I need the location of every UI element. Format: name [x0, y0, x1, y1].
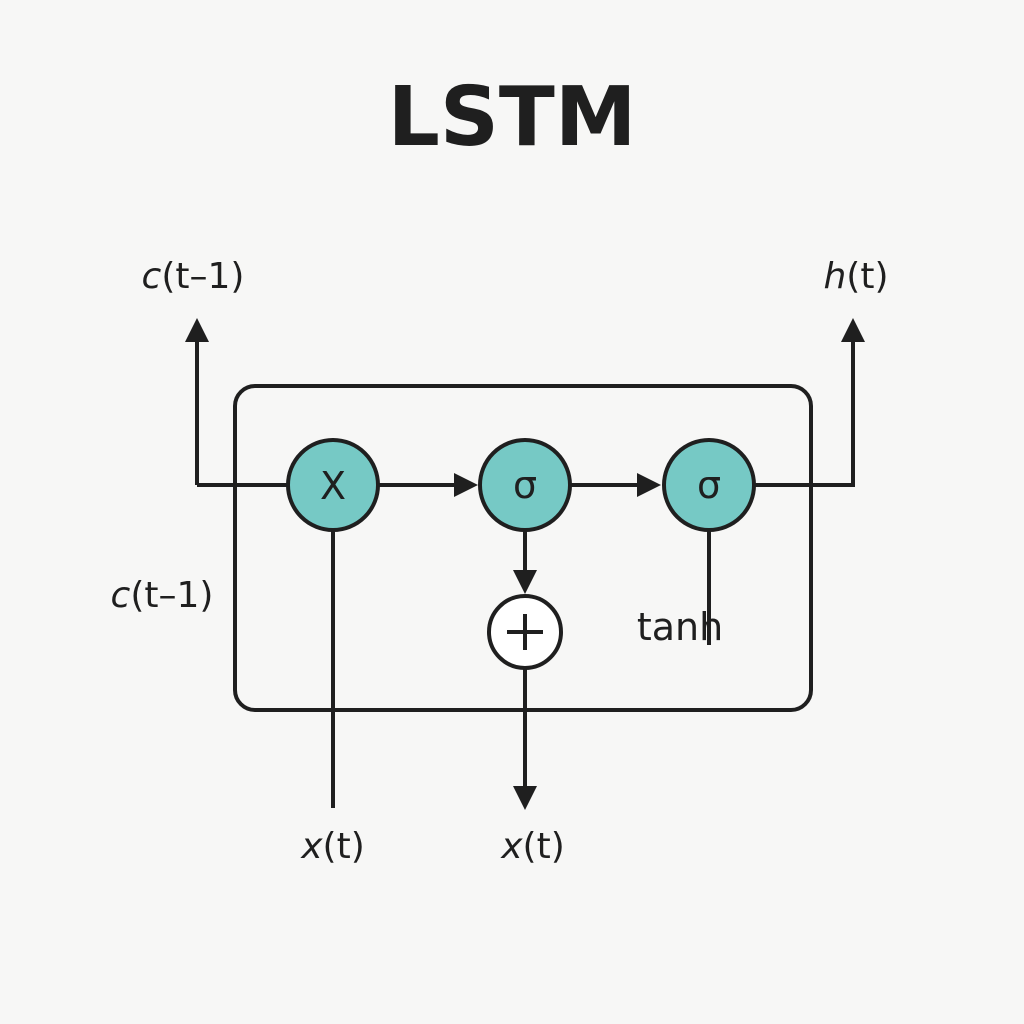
node-add: [487, 594, 563, 670]
node-sigma-1: σ: [478, 438, 572, 532]
label-cell-state-top: c(t–1): [142, 256, 245, 297]
label-output-x: x(t): [500, 826, 565, 867]
hidden-out-arrow: [841, 318, 865, 342]
edge-multiply-sigma1-arrow: [454, 473, 478, 497]
edge-sigma1-add-arrow: [513, 570, 537, 594]
edge-add-out-arrow: [513, 786, 537, 810]
edge-sigma1-sigma2-arrow: [637, 473, 661, 497]
diagram-title: LSTM: [388, 70, 637, 165]
label-hidden-state: h(t): [823, 256, 888, 297]
node-sigma-1-label: σ: [513, 463, 537, 507]
cell-state-out-arrow: [185, 318, 209, 342]
node-sigma-2: σ: [662, 438, 756, 532]
node-sigma-2-label: σ: [697, 463, 721, 507]
hidden-out-line: [752, 340, 855, 487]
node-multiply-label: X: [320, 464, 346, 508]
label-input-x: x(t): [300, 826, 365, 867]
label-cell-state-left: c(t–1): [111, 575, 214, 616]
tanh-label: tanh: [637, 605, 723, 649]
node-multiply: X: [286, 438, 380, 532]
plus-icon: [507, 614, 543, 650]
